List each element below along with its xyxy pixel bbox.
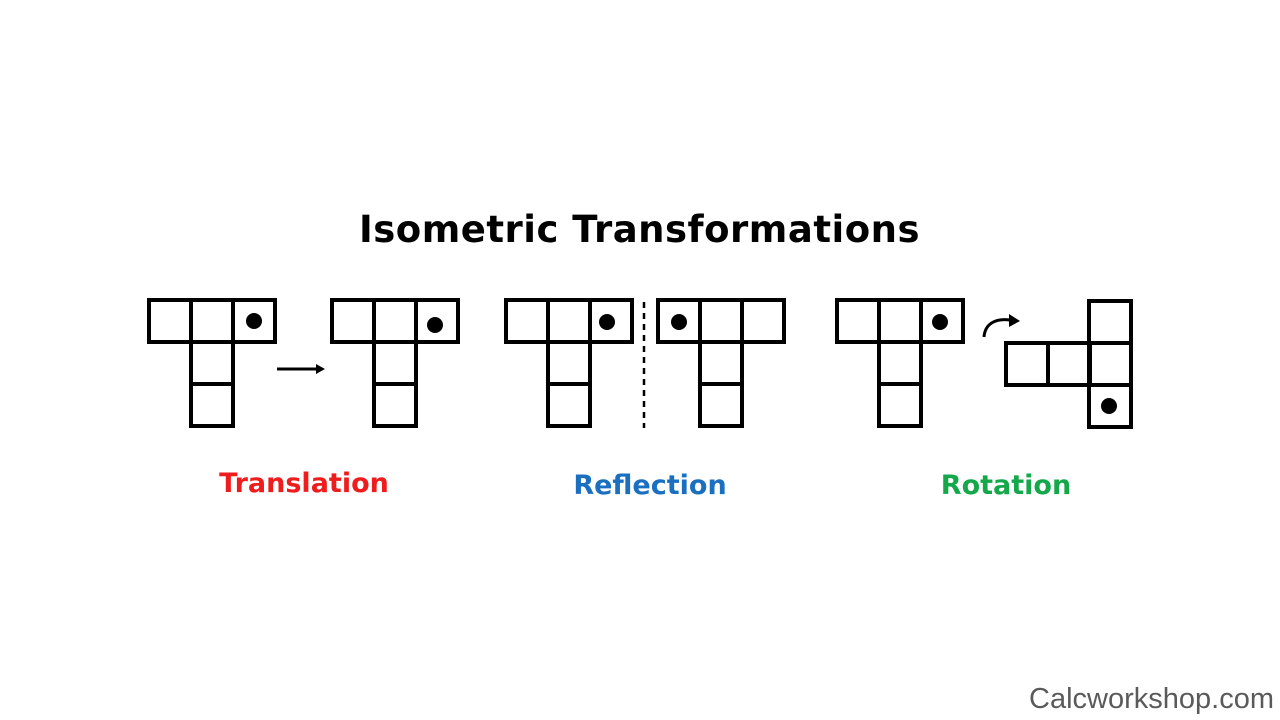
marker-dot xyxy=(246,313,262,329)
shape-cell xyxy=(1087,299,1133,345)
rotation-original-shape xyxy=(835,298,965,428)
marker-dot xyxy=(427,317,443,333)
shape-cell xyxy=(588,298,634,344)
shape-cell xyxy=(698,298,744,344)
shape-cell xyxy=(698,382,744,428)
rotation-image-shape xyxy=(1004,299,1133,429)
shape-cell xyxy=(1046,341,1092,387)
shape-cell xyxy=(1004,341,1050,387)
shape-cell xyxy=(919,298,965,344)
shape-cell xyxy=(189,340,235,386)
shape-cell xyxy=(546,340,592,386)
shape-cell xyxy=(189,298,235,344)
shape-cell xyxy=(740,298,786,344)
reflection-original-shape xyxy=(504,298,634,428)
shape-cell xyxy=(504,298,550,344)
shape-cell xyxy=(877,340,923,386)
shape-cell xyxy=(835,298,881,344)
shape-cell xyxy=(546,298,592,344)
shape-cell xyxy=(877,382,923,428)
marker-dot xyxy=(671,314,687,330)
shape-cell xyxy=(1087,383,1133,429)
translation-original-shape xyxy=(147,298,277,428)
curved-rotation-arrow-icon xyxy=(982,314,1020,338)
right-arrow-icon xyxy=(277,364,325,374)
shape-cell xyxy=(372,382,418,428)
shape-cell xyxy=(414,298,460,344)
reflection-label: Reflection xyxy=(573,470,727,501)
shape-cell xyxy=(1087,341,1133,387)
shape-cell xyxy=(546,382,592,428)
shape-cell xyxy=(231,298,277,344)
shape-cell xyxy=(372,298,418,344)
shape-cell xyxy=(147,298,193,344)
shape-cell xyxy=(877,298,923,344)
shape-cell xyxy=(372,340,418,386)
watermark: Calcworkshop.com xyxy=(1029,683,1274,715)
marker-dot xyxy=(932,314,948,330)
page-title: Isometric Transformations xyxy=(359,208,920,251)
reflection-image-shape xyxy=(656,298,786,428)
marker-dot xyxy=(1101,398,1117,414)
translation-label: Translation xyxy=(219,468,389,499)
shape-cell xyxy=(698,340,744,386)
shape-cell xyxy=(330,298,376,344)
marker-dot xyxy=(599,314,615,330)
rotation-label: Rotation xyxy=(940,470,1072,501)
translation-image-shape xyxy=(330,298,460,428)
shape-cell xyxy=(189,382,235,428)
